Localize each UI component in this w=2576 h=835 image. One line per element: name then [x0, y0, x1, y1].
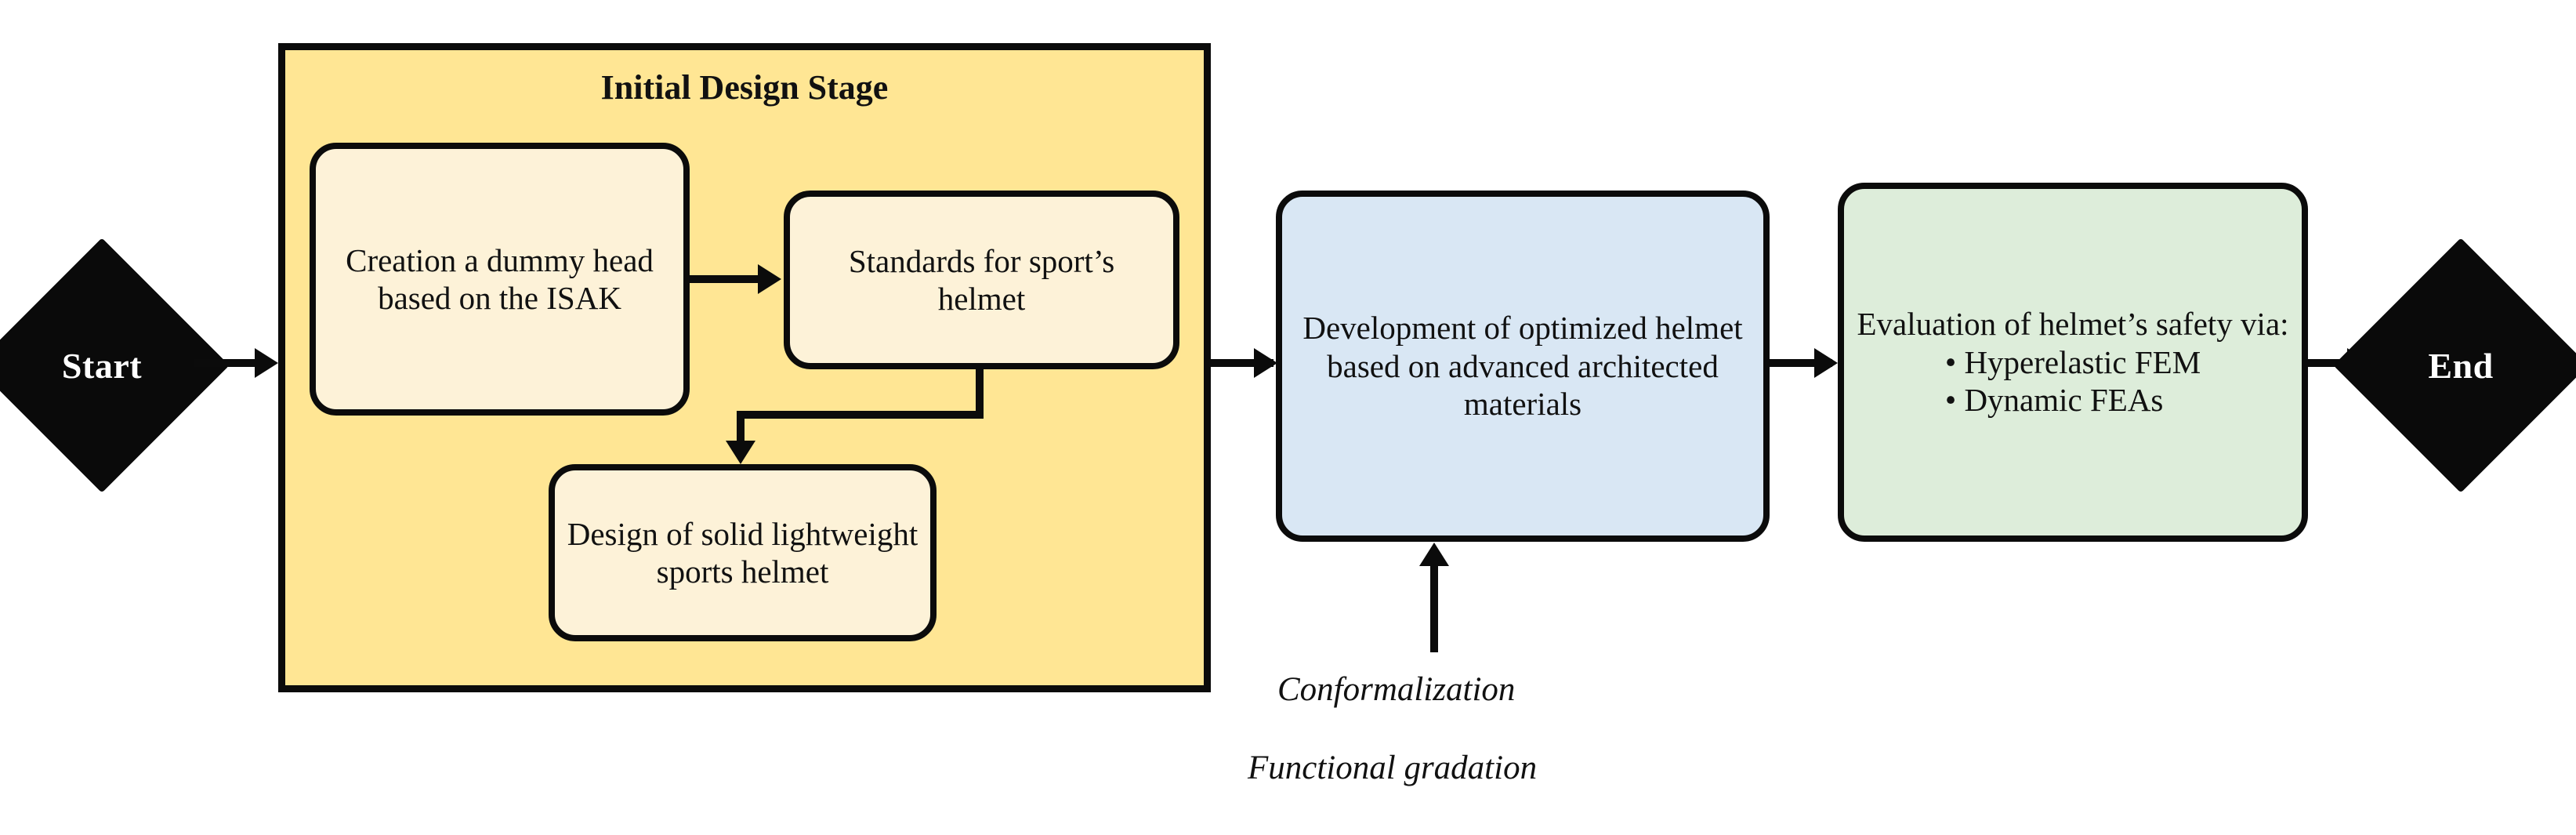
evaluation-bullet-item: Hyperelastic FEM — [1945, 343, 2201, 381]
evaluation-bullet-item: Dynamic FEAs — [1945, 381, 2201, 419]
connector-development-to-evaluation — [1770, 359, 1832, 367]
arrowhead-start-to-group — [255, 348, 278, 378]
node-creation-dummy-head[interactable]: Creation a dummy head based on the ISAK — [310, 143, 690, 416]
node-solid-helmet-label: Design of solid lightweight sports helme… — [567, 515, 918, 590]
group-title: Initial Design Stage — [600, 68, 889, 107]
arrowhead-group-to-development — [1254, 348, 1277, 378]
arrowhead-annotation-to-development — [1419, 543, 1449, 566]
node-creation-dummy-head-label: Creation a dummy head based on the ISAK — [346, 241, 654, 316]
node-development-label: Development of optimized helmet based on… — [1302, 310, 1743, 423]
annotation-conformalization: Conformalization — [1277, 671, 1516, 708]
node-solid-helmet[interactable]: Design of solid lightweight sports helme… — [549, 464, 937, 641]
start-label: Start — [61, 345, 143, 386]
connector-standards-left — [737, 411, 981, 419]
connector-annotation-to-development — [1430, 565, 1438, 652]
node-evaluation-heading: Evaluation of helmet’s safety via: — [1857, 306, 2289, 343]
end-terminator[interactable]: End — [2333, 238, 2576, 493]
end-label: End — [2428, 345, 2494, 386]
node-development[interactable]: Development of optimized helmet based on… — [1276, 191, 1770, 542]
node-standards[interactable]: Standards for sport’s helmet — [784, 191, 1179, 369]
connector-group-to-development — [1211, 359, 1274, 367]
start-terminator[interactable]: Start — [0, 238, 230, 493]
arrowhead-development-to-evaluation — [1814, 348, 1838, 378]
connector-start-to-group — [194, 359, 257, 367]
node-evaluation-content: Evaluation of helmet’s safety via: Hyper… — [1855, 305, 2291, 419]
annotation-functional-gradation: Functional gradation — [1248, 750, 1538, 786]
connector-creation-to-standards — [688, 275, 760, 283]
arrowhead-creation-to-standards — [758, 264, 781, 294]
node-standards-label: Standards for sport’s helmet — [848, 242, 1115, 317]
node-evaluation[interactable]: Evaluation of helmet’s safety via: Hyper… — [1838, 183, 2308, 542]
evaluation-bullet-list: Hyperelastic FEM Dynamic FEAs — [1945, 343, 2201, 419]
arrowhead-standards-to-solid — [726, 441, 755, 464]
connector-standards-down — [976, 367, 984, 419]
connector-standards-to-solid-down — [737, 411, 745, 445]
